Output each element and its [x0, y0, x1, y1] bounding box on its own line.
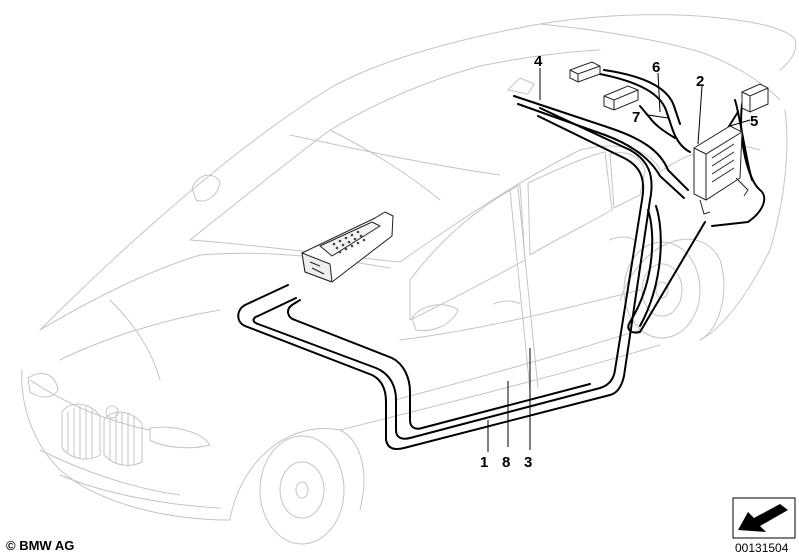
- callout-6: 6: [652, 59, 660, 76]
- antenna-amplifier-2: [741, 83, 769, 113]
- control-unit-5: [693, 125, 749, 215]
- copyright-notice: © BMW AG: [6, 538, 74, 553]
- cable-harness: [237, 69, 766, 450]
- copyright-text: BMW AG: [19, 538, 75, 553]
- callout-1: 1: [480, 454, 488, 471]
- orientation-arrow-icon: [732, 497, 796, 539]
- callout-7: 7: [632, 109, 640, 126]
- telephone-cradle: [301, 211, 394, 283]
- callout-2: 2: [696, 73, 704, 90]
- callout-3: 3: [524, 454, 532, 471]
- callout-8: 8: [502, 454, 510, 471]
- car-outline: [21, 14, 797, 545]
- callout-5: 5: [750, 113, 758, 130]
- document-number: 00131504: [735, 541, 789, 555]
- roof-module-4: [569, 61, 601, 83]
- copyright-symbol: ©: [6, 538, 16, 553]
- leader-lines: [487, 68, 751, 452]
- roof-module-7: [603, 85, 639, 111]
- callout-4: 4: [534, 53, 543, 70]
